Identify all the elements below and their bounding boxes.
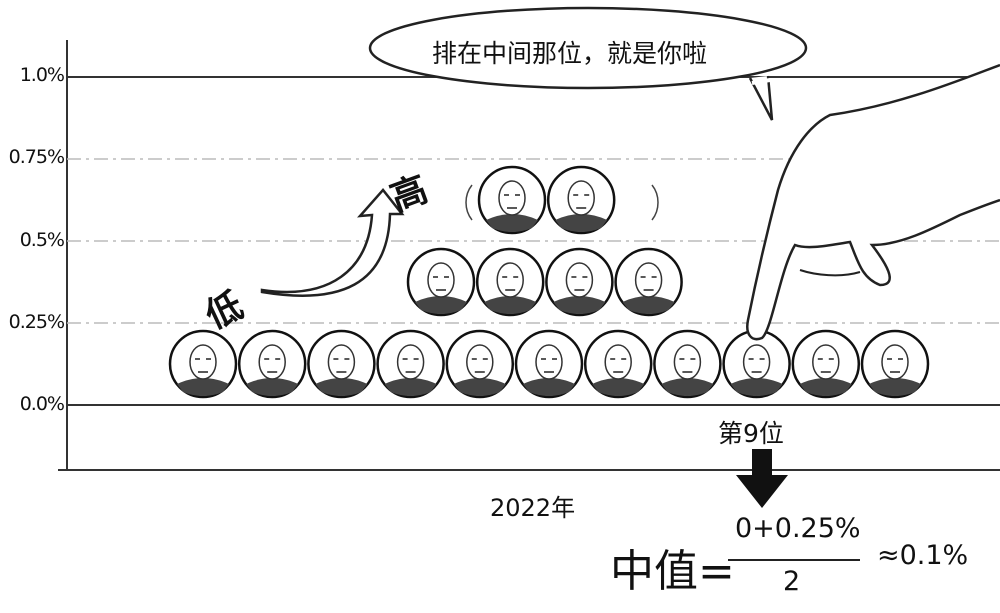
face-dot: [614, 247, 683, 317]
face-dot: [237, 329, 307, 399]
down-arrow: [736, 449, 788, 508]
speech-bubble: [368, 6, 808, 90]
x-axis-label: 2022年: [490, 494, 576, 522]
face-dot: [475, 247, 545, 317]
face-dot: [545, 247, 614, 317]
y-tick-label: 1.0%: [19, 64, 65, 86]
face-dot: [307, 329, 376, 399]
face-dot: [546, 165, 616, 235]
face-dot: [376, 329, 445, 399]
face-dot: [445, 329, 515, 399]
face-dot: [514, 329, 584, 399]
face-dot: [722, 329, 791, 399]
formula-result: ≈0.1%: [877, 540, 969, 571]
face-dot: [791, 329, 861, 399]
formula-denominator: 2: [783, 566, 801, 597]
face-dot: [406, 247, 476, 317]
formula-label: 中值=: [610, 546, 735, 597]
y-tick-label: 0.25%: [8, 311, 65, 333]
y-tick-label: 0.0%: [19, 393, 65, 415]
speech-bubble-text: 排在中间那位，就是你啦: [432, 39, 708, 68]
speech-bubble-tail: [748, 75, 774, 121]
face-dot: [860, 329, 930, 399]
rising-arrow: [260, 188, 405, 297]
rank-label: 第9位: [718, 419, 784, 448]
formula-numerator: 0+0.25%: [735, 513, 861, 544]
face-dot: [477, 165, 547, 235]
pointing-hand: [746, 63, 1000, 341]
y-tick-label: 0.75%: [8, 146, 65, 168]
fraction-bar: [728, 559, 860, 561]
face-dot: [168, 329, 238, 399]
face-dot: [653, 329, 722, 399]
y-tick-label: 0.5%: [19, 229, 65, 251]
face-dot: [583, 329, 653, 399]
